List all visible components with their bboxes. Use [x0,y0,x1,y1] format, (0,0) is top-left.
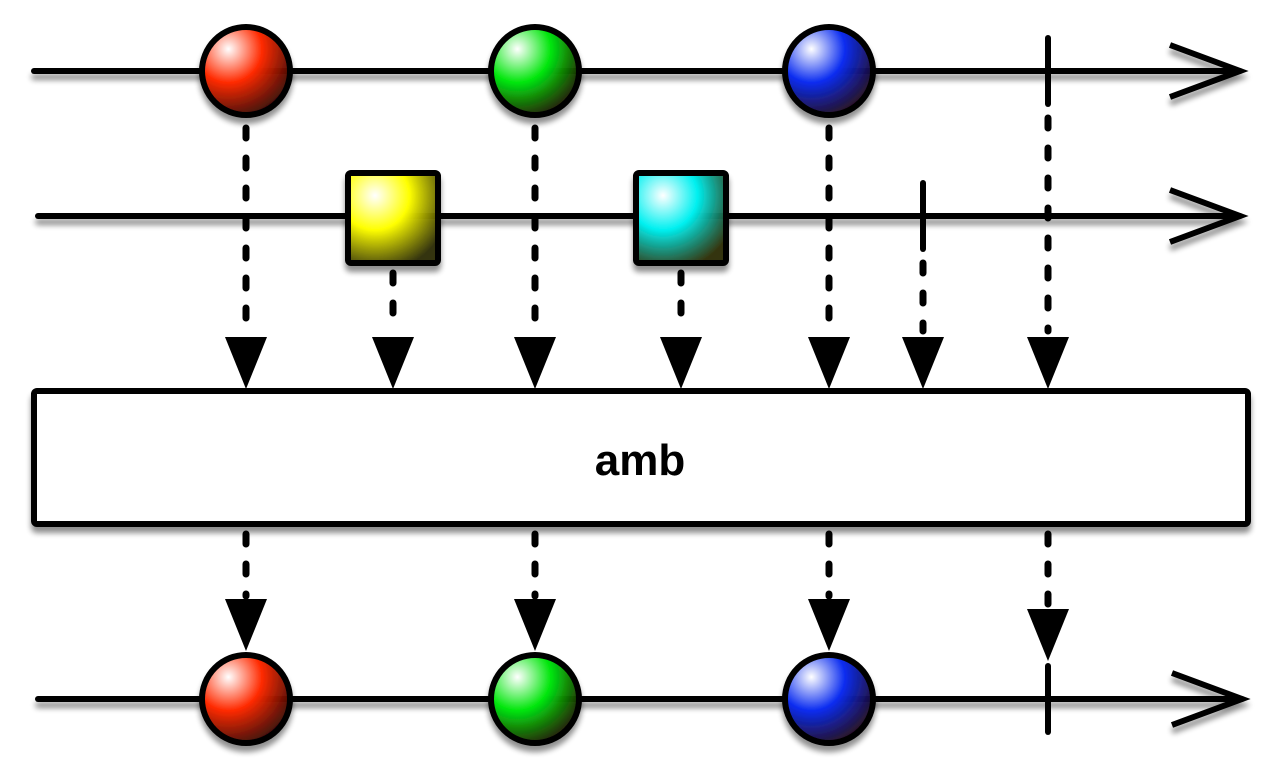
timeline-source-a-arrowhead-icon [1168,42,1249,100]
source-b-marble-yellow [345,170,441,266]
arrow-down-icon [514,599,556,651]
output-marble-blue [782,652,876,746]
arrow-down-icon [1027,337,1069,389]
operator-box [31,388,1251,527]
arrow-down-icon [225,337,267,389]
arrow-down-icon [902,337,944,389]
connector-layer [225,114,1069,661]
arrow-down-icon [225,599,267,651]
source-a-marble-red [199,24,293,118]
source-b-marble-cyan [633,170,729,266]
output-marble-green [488,652,582,746]
output-marble-red [199,652,293,746]
operator-layer: amb [31,388,1251,527]
arrow-down-icon [514,337,556,389]
arrow-down-icon [808,599,850,651]
source-a-marble-blue [782,24,876,118]
arrow-down-icon [808,337,850,389]
arrow-down-icon [1027,609,1069,661]
operator-label: amb [595,436,685,485]
arrow-down-icon [372,337,414,389]
timeline-result-arrowhead-icon [1170,670,1251,728]
arrow-down-icon [660,337,702,389]
timeline-source-b-arrowhead-icon [1168,187,1249,245]
marble-layer [199,24,1051,746]
source-a-marble-green [488,24,582,118]
